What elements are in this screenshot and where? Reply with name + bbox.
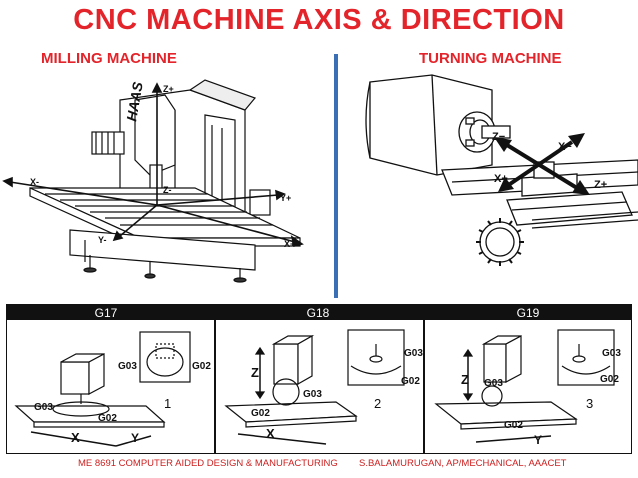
milling-machine-heading: MILLING MACHINE (41, 50, 177, 67)
g17-g02-part-label: G02 (98, 413, 117, 424)
g18-g02-part-label: G02 (251, 408, 270, 419)
turn-z-plus-label: Z+ (594, 179, 607, 191)
plane-selection-panel: G17 G18 G19 G03 G02 G03 G02 1 X Y (6, 304, 632, 454)
turn-z-minus-label: Z− (492, 131, 505, 143)
g18-diagram (224, 329, 405, 445)
g19-number: 3 (586, 396, 593, 411)
brand-logo: HAAS (123, 80, 146, 122)
g19-g03-part-label: G03 (484, 378, 503, 389)
footer-author: S.BALAMURUGAN, AP/MECHANICAL, AAACET (359, 458, 567, 469)
section-divider (334, 54, 338, 298)
mill-z-minus-label: Z- (163, 185, 172, 195)
turn-x-minus-label: X− (558, 141, 572, 153)
g18-axis-2: X (266, 426, 275, 441)
g19-g02-label: G02 (600, 374, 619, 385)
page-title: CNC MACHINE AXIS & DIRECTION (73, 4, 565, 36)
turn-x-plus-label: X+ (494, 173, 508, 185)
g18-number: 2 (374, 396, 381, 411)
g18-axis-1: Z (251, 365, 259, 380)
g19-axis-2: Y (534, 433, 542, 447)
g17-number: 1 (164, 396, 171, 411)
mill-z-plus-label: Z+ (163, 84, 174, 94)
g17-axis-2: Y (131, 431, 139, 445)
mill-y-minus-label: Y- (98, 235, 107, 245)
mill-y-plus-label: Y+ (280, 193, 291, 203)
g17-diagram (14, 331, 191, 447)
g18-heading: G18 (307, 306, 330, 320)
g18-g03-part-label: G03 (303, 389, 322, 400)
g19-heading: G19 (517, 306, 540, 320)
mill-x-plus-label: X+ (284, 239, 295, 249)
g19-g03-label: G03 (602, 348, 621, 359)
g17-heading: G17 (95, 306, 118, 320)
g18-g03-label: G03 (404, 348, 423, 359)
footer-course: ME 8691 COMPUTER AIDED DESIGN & MANUFACT… (78, 458, 338, 469)
g19-diagram (434, 329, 615, 443)
turning-machine-heading: TURNING MACHINE (419, 50, 562, 67)
g18-g02-label: G02 (401, 376, 420, 387)
g19-axis-1: Z (461, 372, 469, 387)
g17-g03-label: G03 (118, 361, 137, 372)
turning-machine-illustration: Z− X− X+ Z+ (365, 74, 638, 266)
mill-x-minus-label: X- (30, 177, 39, 187)
g17-axis-1: X (71, 430, 80, 445)
g19-g02-part-label: G02 (504, 420, 523, 431)
g17-g03-part-label: G03 (34, 402, 53, 413)
milling-machine-illustration: HAAS Z+ Z- X- X+ Y+ Y- (2, 79, 304, 283)
g17-g02-label: G02 (192, 361, 211, 372)
